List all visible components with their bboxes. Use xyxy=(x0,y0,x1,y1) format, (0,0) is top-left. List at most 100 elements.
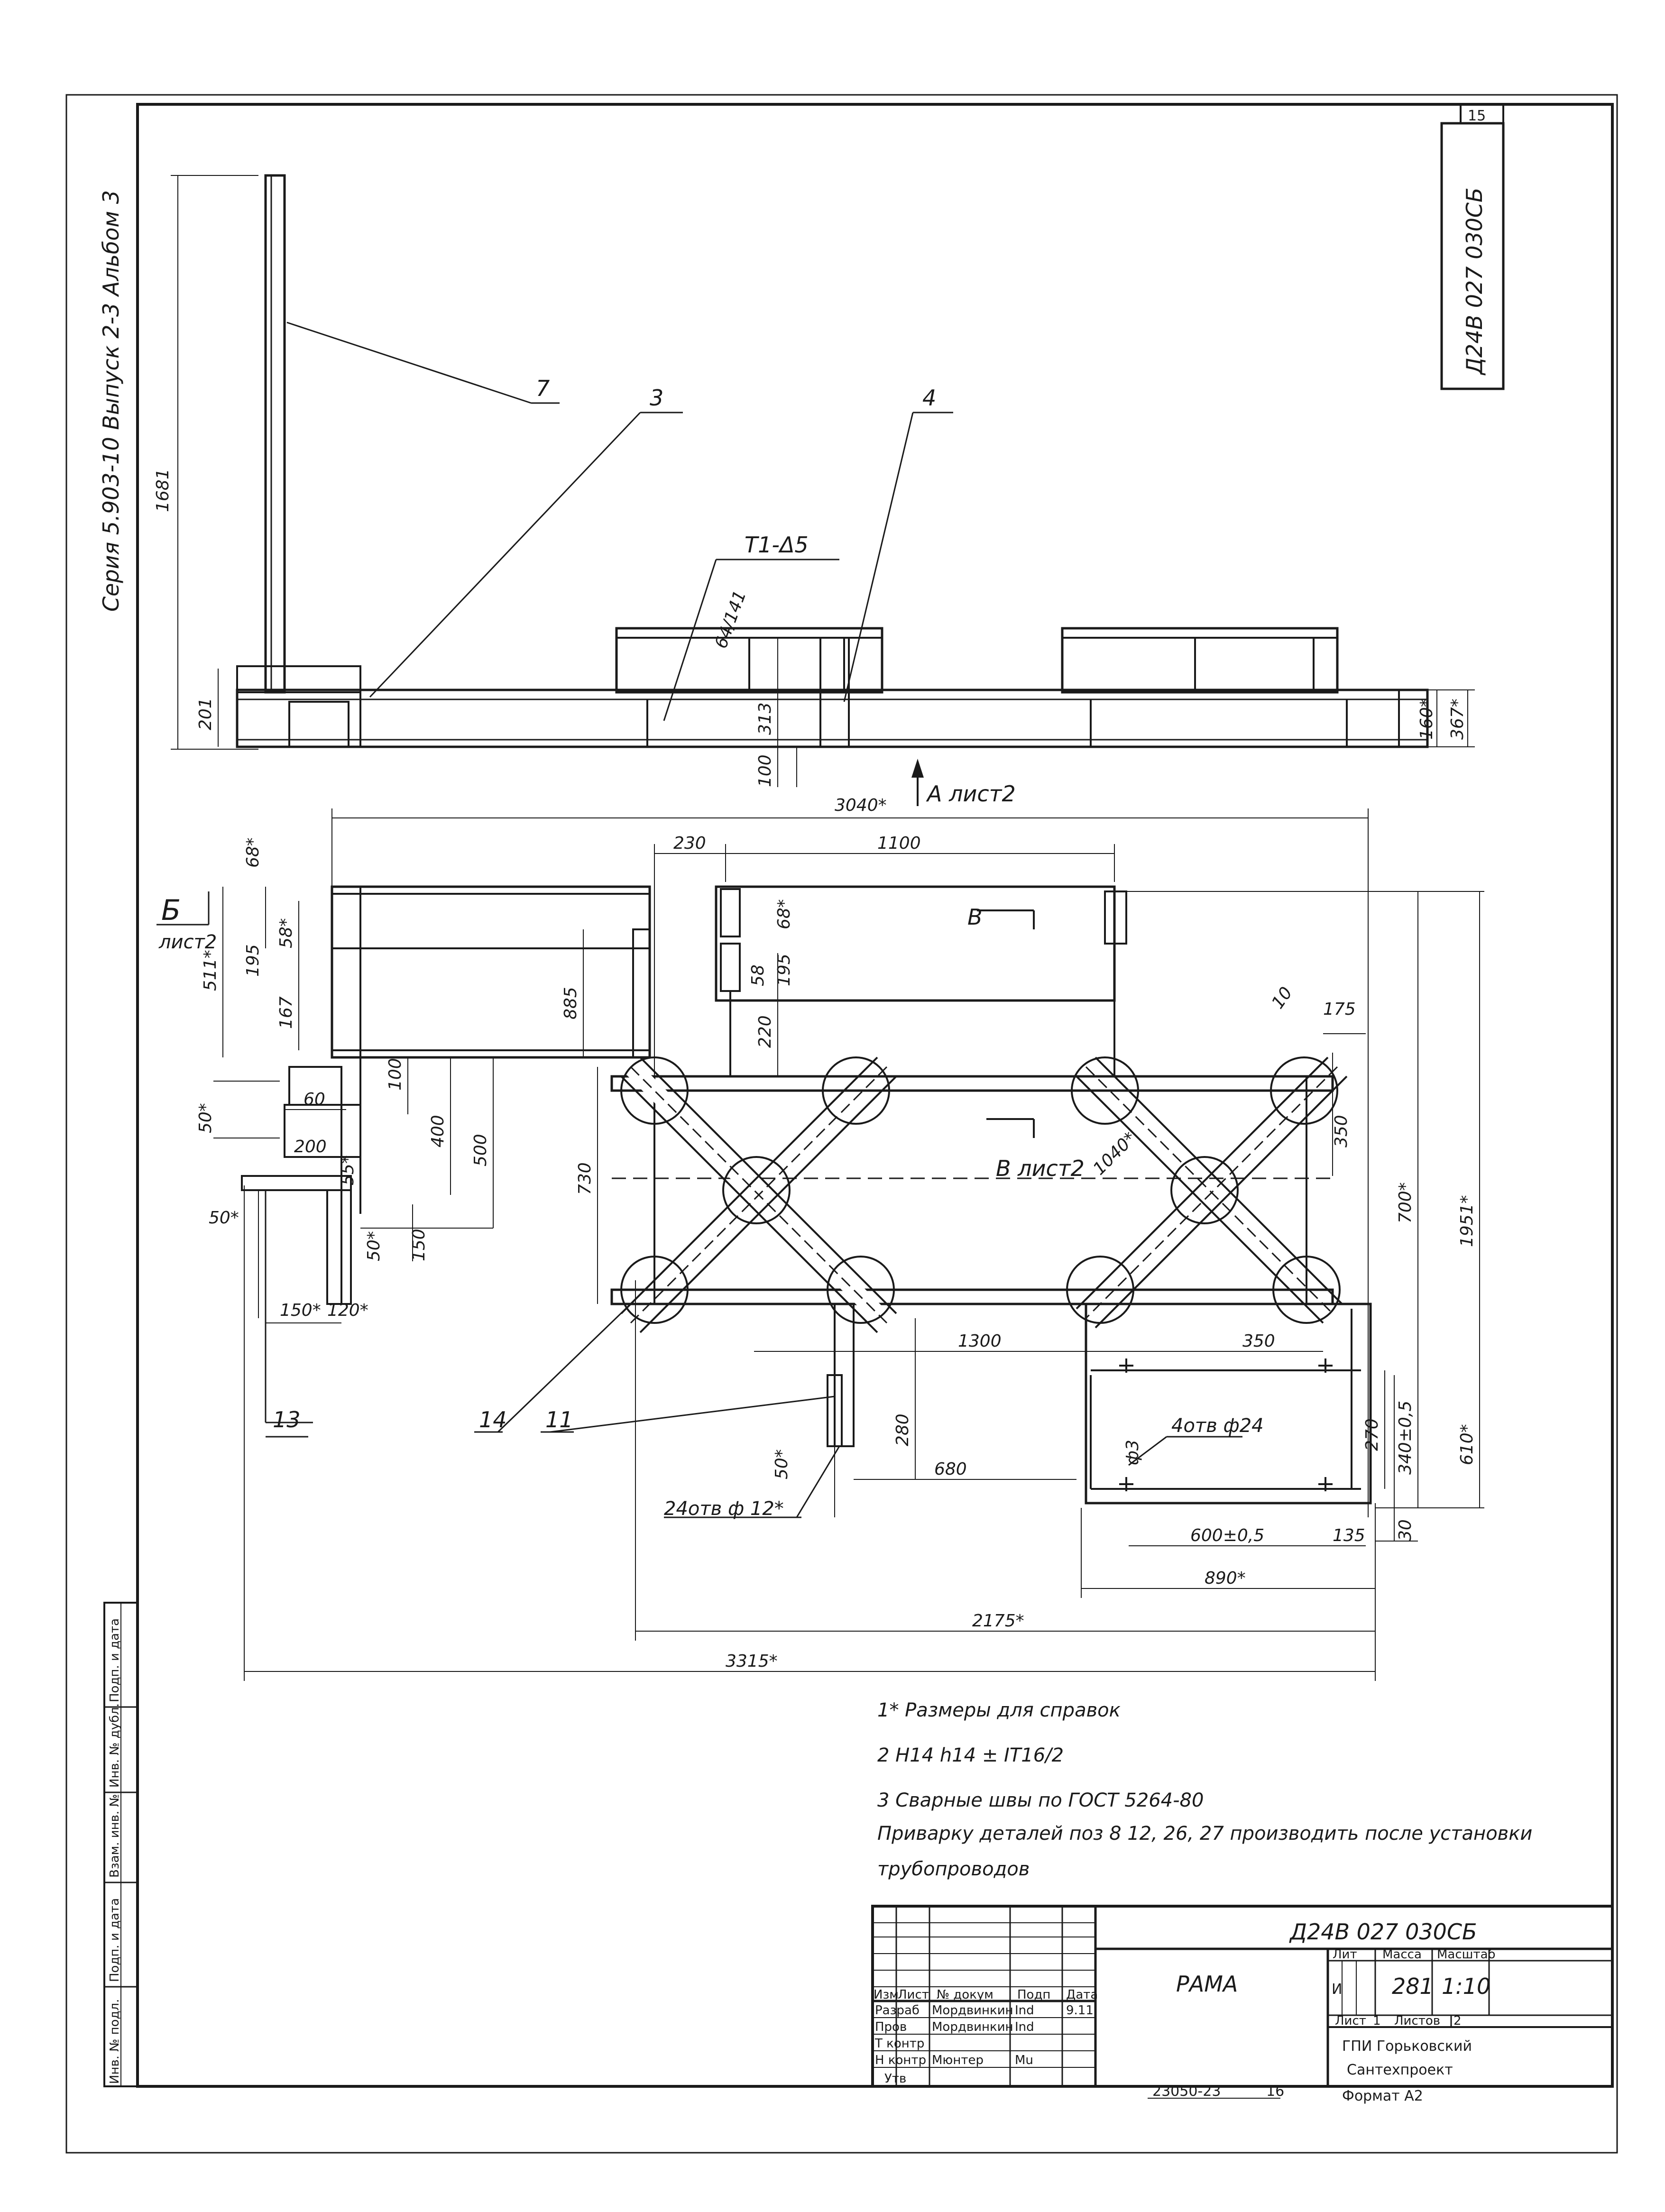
tb-mass-value: 281 xyxy=(1392,1973,1434,1999)
dim-511: 511* xyxy=(201,950,220,991)
dim-58a: 58* xyxy=(276,918,296,948)
section-a-label: А лист2 xyxy=(926,781,1016,807)
note-3-line2: Приварку деталей поз 8 12, 26, 27 произв… xyxy=(877,1823,1532,1845)
holes-4: 4отв ф24 xyxy=(1171,1415,1264,1437)
tb-row1-sign: Ind xyxy=(1015,2003,1034,2018)
section-v-ref: В лист2 xyxy=(996,1156,1085,1181)
tb-doc-code: Д24В 027 030СБ xyxy=(1289,1919,1477,1945)
side-stamp xyxy=(103,1602,138,2087)
tb-sheets-value: 2 xyxy=(1453,2014,1462,2028)
tb-scale-value: 1:10 xyxy=(1442,1973,1490,1999)
tb-org-line1: ГПИ Горьковский xyxy=(1342,2038,1472,2055)
part-label-7: 7 xyxy=(536,376,550,401)
inner-frame xyxy=(136,103,1614,2088)
title-block xyxy=(871,1905,1614,2088)
tb-row2-name: Мордвинкин xyxy=(932,2020,1013,2034)
part-label-4: 4 xyxy=(922,385,936,411)
callout-13: 13 xyxy=(273,1407,301,1432)
chamfer-note: ф3 xyxy=(1123,1440,1142,1465)
note-3-line3: трубопроводов xyxy=(877,1858,1030,1880)
dim-60: 60 xyxy=(304,1090,325,1109)
dim-195a: 195 xyxy=(243,944,263,977)
tb-org-line2: Сантехпроект xyxy=(1347,2062,1453,2078)
tb-sheets-label: Листов xyxy=(1394,2014,1440,2028)
dim-230: 230 xyxy=(673,834,706,853)
dim-220: 220 xyxy=(755,1015,775,1048)
tb-lit-value: И xyxy=(1332,1981,1342,1998)
footer-archive: 23050-23 xyxy=(1152,2083,1221,2100)
weld-mark: Т1-Δ5 xyxy=(745,532,809,558)
side-stamp-2: Инв. № дубл. xyxy=(108,1703,122,1788)
dim-1040: 1040* xyxy=(1089,1129,1140,1179)
tb-row5-role: Н контр xyxy=(875,2053,926,2067)
footer-format: Формат А2 xyxy=(1342,2088,1423,2104)
dim-160: 160* xyxy=(1417,698,1436,740)
dim-313: 313 xyxy=(755,702,775,735)
dim-3315: 3315* xyxy=(726,1652,778,1671)
dim-100: 100 xyxy=(386,1058,405,1091)
dim-400: 400 xyxy=(428,1115,448,1147)
tb-h-doc: № докум xyxy=(937,1988,993,2002)
dim-100: 100 xyxy=(755,754,775,787)
dim-1300: 1300 xyxy=(958,1331,1002,1351)
dim-700: 700* xyxy=(1396,1182,1415,1223)
sheet-number: 15 xyxy=(1468,108,1486,124)
note-1: 1* Размеры для справок xyxy=(877,1699,1121,1721)
tb-row1-name: Мордвинкин xyxy=(932,2003,1013,2018)
outer-border xyxy=(65,94,1618,2154)
dim-200: 200 xyxy=(294,1137,327,1156)
tb-h-list: Лист xyxy=(898,1988,929,2002)
dim-1100: 1100 xyxy=(877,834,921,853)
dim-610: 610* xyxy=(1457,1424,1477,1465)
plan-view xyxy=(156,808,1484,1681)
dim-350b: 350 xyxy=(1242,1331,1275,1351)
tb-row1-date: 9.11 xyxy=(1066,2003,1094,2018)
dim-68b: 68* xyxy=(774,899,794,929)
dim-1951: 1951* xyxy=(1457,1195,1477,1247)
dim-150b: 150* xyxy=(280,1301,321,1320)
dim-150a: 150 xyxy=(409,1229,429,1261)
dim-350a: 350 xyxy=(1332,1115,1351,1147)
side-doc-code: Д24В 027 030СБ xyxy=(1462,187,1487,376)
tb-sheet-label: Лист xyxy=(1335,2014,1366,2028)
dim-135: 135 xyxy=(1333,1526,1365,1545)
dim-10: 10 xyxy=(1268,983,1297,1012)
footer-page: 16 xyxy=(1266,2083,1284,2100)
dim-1681: 1681 xyxy=(153,468,173,512)
dim-50a: 50* xyxy=(196,1103,215,1133)
side-stamp-5: Инв. № подл. xyxy=(108,1999,122,2084)
dim-167: 167 xyxy=(276,996,296,1029)
tb-row3-role: Т контр xyxy=(874,2037,924,2051)
side-stamp-3: Взам. инв. № xyxy=(108,1794,122,1878)
tb-row1-role: Разраб xyxy=(875,2003,920,2018)
side-stamp-1: Подп. и дата xyxy=(108,1618,122,1702)
dim-50d: 50* xyxy=(772,1449,791,1479)
view-b-ref: лист2 xyxy=(158,931,217,953)
dim-340: 340±0,5 xyxy=(1396,1401,1415,1475)
dim-50c: 50* xyxy=(364,1231,384,1261)
side-stamp-4: Подп. и дата xyxy=(108,1898,122,1982)
dim-175: 175 xyxy=(1323,1000,1356,1019)
tb-row2-sign: Ind xyxy=(1015,2020,1034,2034)
part-label-3: 3 xyxy=(650,385,663,411)
dim-680: 680 xyxy=(934,1459,967,1479)
dim-201: 201 xyxy=(196,698,215,730)
holes-24: 24отв ф 12* xyxy=(664,1498,784,1520)
dim-55: 55* xyxy=(338,1155,358,1185)
dim-58b: 58 xyxy=(748,964,768,986)
dim-120: 120* xyxy=(327,1301,368,1320)
view-b-label: Б xyxy=(161,894,181,927)
tb-row5-name: Мюнтер xyxy=(932,2053,984,2067)
dim-30: 30 xyxy=(1396,1519,1415,1541)
callout-11: 11 xyxy=(545,1407,573,1432)
tb-h-date: Дата xyxy=(1066,1988,1098,2002)
tb-sheet-value: 1 xyxy=(1373,2014,1381,2028)
tb-h-izm: Изм xyxy=(874,1988,899,2002)
dim-50b: 50* xyxy=(209,1208,239,1228)
tb-title: РАМА xyxy=(1176,1971,1238,1997)
tb-row2-role: Пров xyxy=(875,2020,907,2034)
note-2: 2 Н14 h14 ± IT16/2 xyxy=(877,1744,1064,1766)
callout-14: 14 xyxy=(479,1407,507,1432)
tb-row6-role: Утв xyxy=(884,2072,906,2086)
